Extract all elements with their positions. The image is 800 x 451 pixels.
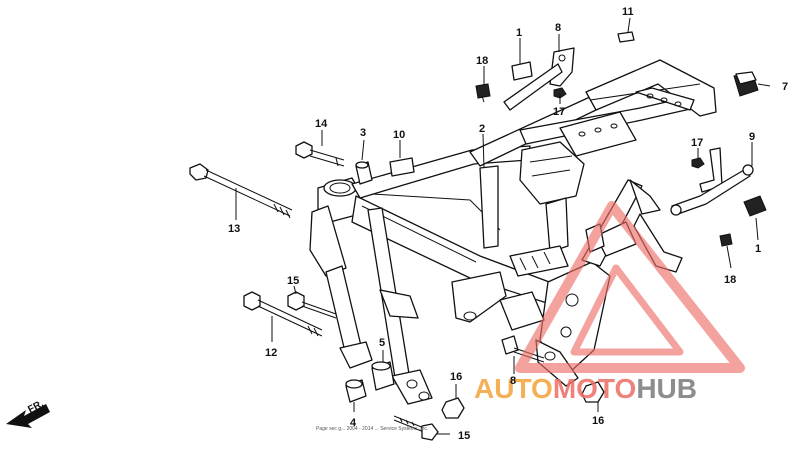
callout-15-bottom: 15 bbox=[458, 430, 470, 442]
part-bolt-14 bbox=[295, 141, 345, 167]
copyright-credit: Page sec g... 2004 - 2014 ... Service Sy… bbox=[316, 426, 428, 432]
part-bracket-8-top bbox=[503, 47, 575, 111]
watermark-triangle-icon bbox=[515, 201, 745, 373]
watermark-hub: HUB bbox=[636, 373, 697, 404]
callout-18-right: 18 bbox=[724, 274, 736, 286]
part-rubber-7 bbox=[733, 71, 759, 97]
front-direction-indicator: FR. bbox=[6, 398, 50, 428]
callout-17-right: 17 bbox=[691, 137, 703, 149]
frame-body bbox=[309, 59, 717, 405]
callout-2: 2 bbox=[479, 123, 485, 135]
callout-13: 13 bbox=[228, 223, 240, 235]
part-rubber-1-top bbox=[511, 61, 533, 81]
part-bracket-9 bbox=[670, 147, 754, 216]
svg-text:AUTOMOTOHUB: AUTOMOTOHUB bbox=[474, 373, 697, 404]
callouts: 1 8 11 18 17 7 17 9 1 18 2 3 10 14 13 15… bbox=[228, 6, 788, 442]
part-collar-3 bbox=[355, 161, 373, 185]
part-rubber-1-right bbox=[743, 195, 767, 217]
callout-7: 7 bbox=[782, 81, 788, 93]
part-label-11 bbox=[617, 31, 635, 43]
callout-12: 12 bbox=[265, 347, 277, 359]
part-bolt-12 bbox=[243, 291, 323, 337]
part-collar-5 bbox=[371, 361, 395, 391]
callout-16-left: 16 bbox=[450, 371, 462, 383]
callout-14: 14 bbox=[315, 118, 328, 130]
callout-17-top: 17 bbox=[553, 106, 565, 118]
callout-8-top: 8 bbox=[555, 22, 561, 34]
leader-lines bbox=[235, 17, 771, 435]
watermark: AUTOMOTOHUB bbox=[474, 201, 745, 404]
callout-15-left: 15 bbox=[287, 275, 299, 287]
part-nut-16-left bbox=[441, 397, 465, 419]
part-nut-17-right bbox=[691, 157, 705, 169]
callout-4: 4 bbox=[350, 417, 357, 429]
part-bolt-15-bottom bbox=[393, 415, 439, 441]
callout-3: 3 bbox=[360, 127, 366, 139]
callout-10: 10 bbox=[393, 129, 405, 141]
callout-1-right: 1 bbox=[755, 243, 761, 255]
part-label-10 bbox=[389, 157, 415, 177]
callout-1-top: 1 bbox=[516, 27, 522, 39]
callout-11: 11 bbox=[622, 6, 634, 18]
part-bushing-4 bbox=[345, 379, 367, 403]
part-bolt-15-left bbox=[287, 291, 337, 319]
part-bolt-13 bbox=[189, 163, 293, 219]
part-bolt-18-right bbox=[719, 233, 733, 247]
callout-8-bottom: 8 bbox=[510, 375, 516, 387]
part-bolt-18-top bbox=[475, 83, 491, 103]
watermark-auto: AUTO bbox=[474, 373, 553, 404]
arrow-icon bbox=[6, 404, 50, 428]
callout-9: 9 bbox=[749, 131, 755, 143]
watermark-moto: MOTO bbox=[553, 373, 636, 404]
part-nut-17-top bbox=[553, 87, 567, 99]
callout-18-top: 18 bbox=[476, 55, 488, 67]
callout-16-right: 16 bbox=[592, 415, 604, 427]
callout-5: 5 bbox=[379, 337, 385, 349]
